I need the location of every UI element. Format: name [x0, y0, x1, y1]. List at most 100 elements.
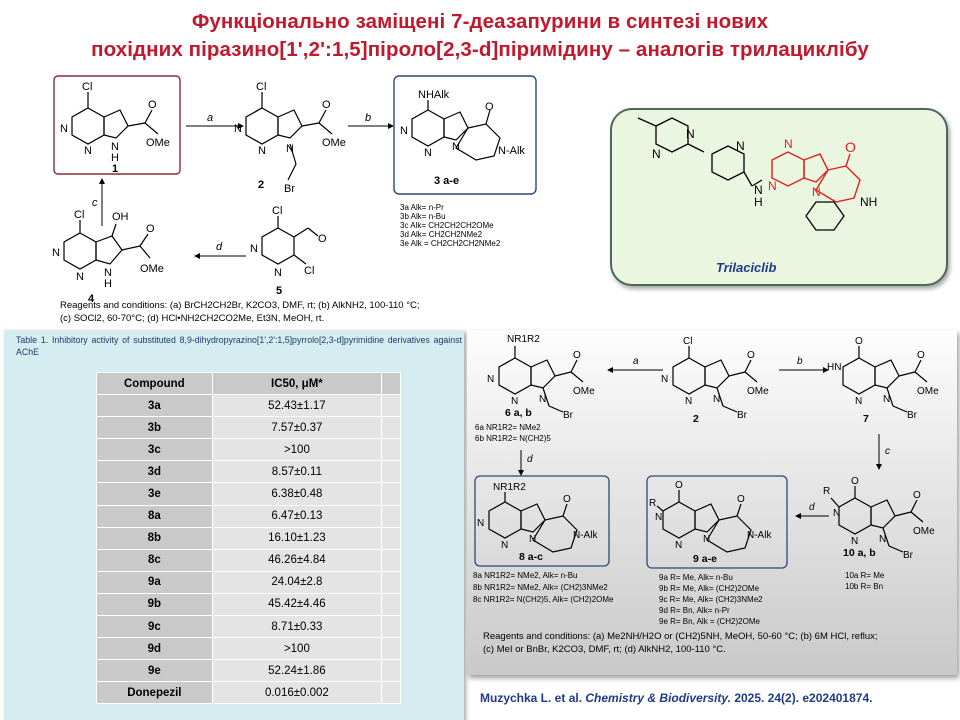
trilaciclib-n3: N [736, 139, 745, 153]
compound-2-structure [245, 92, 333, 181]
list10-a: 10a R= Me [845, 571, 885, 580]
extra-cell [381, 637, 401, 661]
compound-6-ome: OMe [573, 386, 595, 397]
citation-journal: Chemistry & Biodiversity. [585, 691, 731, 705]
alk-list-3b: 3b Alk= n-Bu [400, 212, 446, 221]
trilaciclib-nh: NH [860, 195, 877, 209]
bottom-arrow-d1-label: d [527, 454, 533, 465]
bottom-arrow-c-label: c [885, 446, 890, 457]
compound-cell: 3b [96, 416, 213, 440]
compound-8-structure [488, 492, 578, 553]
list9-d: 9d R= Bn, Alk= n-Pr [659, 606, 730, 615]
trilaciclib-panel: N N N N H N N N O NH Trilaciclib [610, 108, 948, 286]
compound-3-structure [411, 100, 501, 161]
arrow-b-label: b [365, 112, 371, 124]
compound-1-ome: OMe [146, 137, 170, 149]
compound-2-n: N [234, 123, 242, 135]
list9-b: 9b R= Me, Alk= (CH2)2OMe [659, 584, 760, 593]
list8-a: 8a NR1R2= NMe2, Alk= n-Bu [473, 571, 578, 580]
compound-5-n2: N [274, 267, 282, 279]
compound-1-structure [71, 92, 159, 145]
extra-cell [381, 416, 401, 440]
compound-7-n2: N [883, 394, 890, 405]
trilaciclib-nh-n: N [754, 183, 763, 197]
compound-3-box [393, 75, 537, 195]
arrow-a-label: a [207, 112, 213, 124]
list9-e: 9e R= Bn, Alk = (CH2)2OMe [659, 617, 760, 626]
extra-cell [381, 482, 401, 506]
compound-7-structure [842, 346, 928, 413]
extra-cell [381, 548, 401, 572]
compound-cell: Donepezil [96, 681, 213, 705]
compound-8-nalk: N-Alk [573, 530, 598, 541]
bottom-compound-2-n3: N [713, 394, 720, 405]
compound-7-label: 7 [863, 413, 869, 425]
list8-b: 8b NR1R2= NMe2, Alk= (CH2)3NMe2 [473, 583, 608, 592]
list10-b: 10b R= Bn [845, 582, 883, 591]
extra-cell [381, 570, 401, 594]
alk-list-3e: 3e Alk = CH2CH2CH2NMe2 [400, 239, 501, 248]
compound-2-o: O [322, 99, 331, 111]
bottom-arrow-b-label: b [797, 356, 803, 367]
table-header-row: Compound IC50, μM* [96, 371, 401, 396]
ic50-value-cell: 6.47±0.13 [211, 504, 383, 528]
ic50-value-cell: 24.04±2.8 [211, 570, 383, 594]
compound-4-oh: OH [112, 211, 129, 223]
compound-5-n: N [250, 243, 258, 255]
bottom-arrow-d2-label: d [809, 502, 815, 513]
compound-7-ome: OMe [917, 386, 939, 397]
compound-4-label: 4 [88, 293, 95, 305]
top-conditions-line-2: (c) SOCl2, 60-70°C; (d) HCl•NH2CH2CO2Me,… [60, 313, 324, 324]
alk-list-3a: 3a Alk= n-Pr [400, 203, 444, 212]
bottom-compound-2-cl: Cl [683, 336, 692, 347]
compound-9-nalk: N-Alk [747, 530, 772, 541]
compound-cell: 3a [96, 394, 213, 418]
table-row: 3c>100 [96, 438, 401, 462]
compound-5-cl2: Cl [304, 265, 314, 277]
compound-1-nh-n: N [111, 141, 119, 153]
bottom-compound-2-structure [672, 346, 758, 413]
compound-3-n2: N [424, 147, 432, 159]
compound-7-hn: HN [827, 362, 841, 373]
ic50-value-cell: 45.42±4.46 [211, 592, 383, 617]
list6-a: 6a NR1R2= NMe2 [475, 423, 541, 432]
compound-4-ome: OMe [140, 263, 164, 275]
compound-7-n: N [855, 396, 862, 407]
compound-cell: 8c [96, 548, 213, 572]
compound-9-label: 9 a-e [693, 553, 717, 565]
trilaciclib-n5: N [784, 137, 793, 151]
compound-1-nh-h: H [111, 152, 119, 164]
compound-4-n2: N [76, 271, 84, 283]
compound-9-n3: N [703, 534, 710, 545]
citation: Muzychka L. et al. Chemistry & Biodivers… [480, 691, 872, 705]
trilaciclib-n1: N [652, 147, 661, 161]
compound-10-structure [830, 486, 924, 553]
compound-9-o2: O [737, 494, 745, 505]
compound-8-label: 8 a-c [519, 551, 543, 563]
bottom-compound-2-ome: OMe [747, 386, 769, 397]
compound-3-nalk: N-Alk [498, 145, 525, 157]
compound-cell: 9c [96, 615, 213, 639]
ic50-value-cell: 8.57±0.11 [211, 460, 383, 484]
compound-4-cl: Cl [74, 209, 84, 221]
compound-2-n2: N [258, 145, 266, 157]
compound-2-n3: N [286, 143, 294, 155]
extra-cell [381, 659, 401, 683]
ic50-value-cell: 7.57±0.37 [211, 416, 383, 440]
table-panel: Table 1. Inhibitory activity of substitu… [4, 330, 464, 720]
compound-9-box [646, 475, 788, 569]
extra-cell [381, 438, 401, 462]
arrow-c-label: c [92, 197, 98, 209]
compound-7-br: Br [907, 410, 918, 421]
compound-6-o: O [573, 350, 581, 361]
ic50-value-cell: 8.71±0.33 [211, 615, 383, 639]
